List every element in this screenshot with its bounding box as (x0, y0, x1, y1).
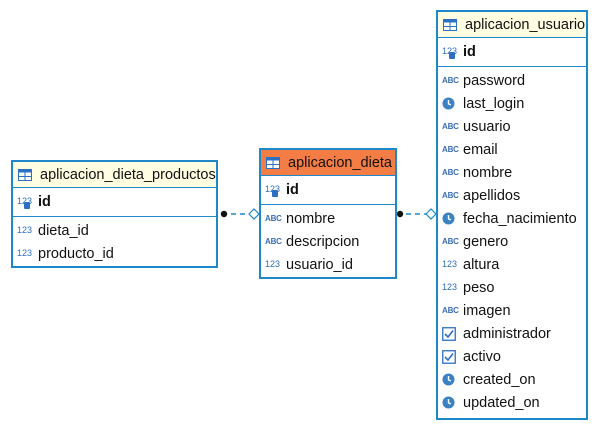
primary-key-row[interactable]: 123 id (438, 40, 586, 63)
attribute-row[interactable]: 123 altura (438, 253, 586, 276)
attribute-name: activo (463, 348, 501, 365)
table-icon (266, 156, 283, 169)
attribute-name: last_login (463, 95, 525, 112)
attribute-row[interactable]: 123 producto_id (13, 242, 216, 265)
attribute-name: nombre (286, 210, 336, 227)
attribute-name: genero (463, 233, 509, 250)
text-type-icon: ABC (442, 144, 459, 154)
relation-many-end (248, 208, 260, 220)
primary-key-section: 123 id (13, 188, 216, 217)
entity-header[interactable]: aplicacion_dieta_productos (13, 162, 216, 188)
entity-title: aplicacion_dieta_productos (40, 166, 216, 183)
attribute-row[interactable]: last_login (438, 92, 586, 115)
clock-icon (442, 373, 459, 386)
primary-key-icon: 123 (17, 197, 34, 209)
primary-key-icon: 123 (265, 185, 282, 197)
primary-key-section: 123 id (261, 176, 395, 205)
attribute-row[interactable]: 123 dieta_id (13, 219, 216, 242)
primary-key-icon: 123 (442, 47, 459, 59)
checkbox-icon (442, 349, 459, 364)
attribute-name: updated_on (463, 394, 540, 411)
attribute-name: dieta_id (38, 222, 89, 239)
attribute-row[interactable]: updated_on (438, 391, 586, 414)
clock-icon (442, 212, 459, 225)
attribute-row[interactable]: ABC apellidos (438, 184, 586, 207)
text-type-icon: ABC (265, 236, 282, 246)
attribute-row[interactable]: fecha_nacimiento (438, 207, 586, 230)
attribute-row[interactable]: 123 peso (438, 276, 586, 299)
checkbox-icon (442, 326, 459, 341)
relation-one-end (220, 210, 228, 218)
attribute-row[interactable]: ABC password (438, 69, 586, 92)
number-type-icon: 123 (17, 225, 33, 235)
attribute-name: nombre (463, 164, 513, 181)
attribute-name: imagen (463, 302, 511, 319)
attribute-name: apellidos (463, 187, 521, 204)
attribute-name: administrador (463, 325, 551, 342)
text-type-icon: ABC (442, 121, 459, 131)
table-icon (443, 18, 460, 31)
text-type-icon: ABC (442, 305, 459, 315)
entity-header[interactable]: aplicacion_usuario (438, 12, 586, 38)
attribute-row[interactable]: administrador (438, 322, 586, 345)
text-type-icon: ABC (442, 75, 459, 85)
attribute-name: descripcion (286, 233, 360, 250)
attribute-row[interactable]: 123 usuario_id (261, 253, 395, 276)
number-type-icon: 123 (442, 259, 458, 269)
clock-icon (442, 396, 459, 409)
primary-key-section: 123 id (438, 38, 586, 67)
attribute-name: email (463, 141, 498, 158)
text-type-icon: ABC (442, 190, 459, 200)
attribute-row[interactable]: ABC genero (438, 230, 586, 253)
primary-key-name: id (286, 181, 299, 198)
table-icon (18, 168, 35, 181)
primary-key-row[interactable]: 123 id (13, 190, 216, 213)
attribute-row[interactable]: ABC nombre (438, 161, 586, 184)
attributes-section: 123 dieta_id 123 producto_id (13, 217, 216, 267)
attribute-row[interactable]: activo (438, 345, 586, 368)
attribute-row[interactable]: ABC email (438, 138, 586, 161)
primary-key-name: id (38, 193, 51, 210)
relation-many-end (425, 208, 437, 220)
attribute-row[interactable]: ABC imagen (438, 299, 586, 322)
number-type-icon: 123 (442, 282, 458, 292)
entity-aplicacion-dieta-productos[interactable]: aplicacion_dieta_productos 123 id 123 diet… (11, 160, 218, 268)
primary-key-row[interactable]: 123 id (261, 178, 395, 201)
attribute-name: created_on (463, 371, 536, 388)
text-type-icon: ABC (442, 236, 459, 246)
clock-icon (442, 97, 459, 110)
attribute-row[interactable]: ABC usuario (438, 115, 586, 138)
attribute-name: fecha_nacimiento (463, 210, 577, 227)
attribute-name: usuario (463, 118, 511, 135)
attribute-row[interactable]: ABC descripcion (261, 230, 395, 253)
attribute-row[interactable]: created_on (438, 368, 586, 391)
attribute-name: usuario_id (286, 256, 353, 273)
attribute-name: password (463, 72, 526, 89)
primary-key-name: id (463, 43, 476, 60)
number-type-icon: 123 (17, 248, 33, 258)
attribute-row[interactable]: ABC nombre (261, 207, 395, 230)
entity-header[interactable]: aplicacion_dieta (261, 150, 395, 176)
entity-aplicacion-usuario[interactable]: aplicacion_usuario 123 id ABC password last… (436, 10, 588, 420)
number-type-icon: 123 (265, 259, 281, 269)
relation-one-end (396, 210, 404, 218)
text-type-icon: ABC (442, 167, 459, 177)
entity-title: aplicacion_usuario (465, 16, 586, 33)
text-type-icon: ABC (265, 213, 282, 223)
attribute-name: producto_id (38, 245, 114, 262)
attribute-name: peso (463, 279, 495, 296)
entity-title: aplicacion_dieta (288, 154, 392, 171)
attribute-name: altura (463, 256, 500, 273)
